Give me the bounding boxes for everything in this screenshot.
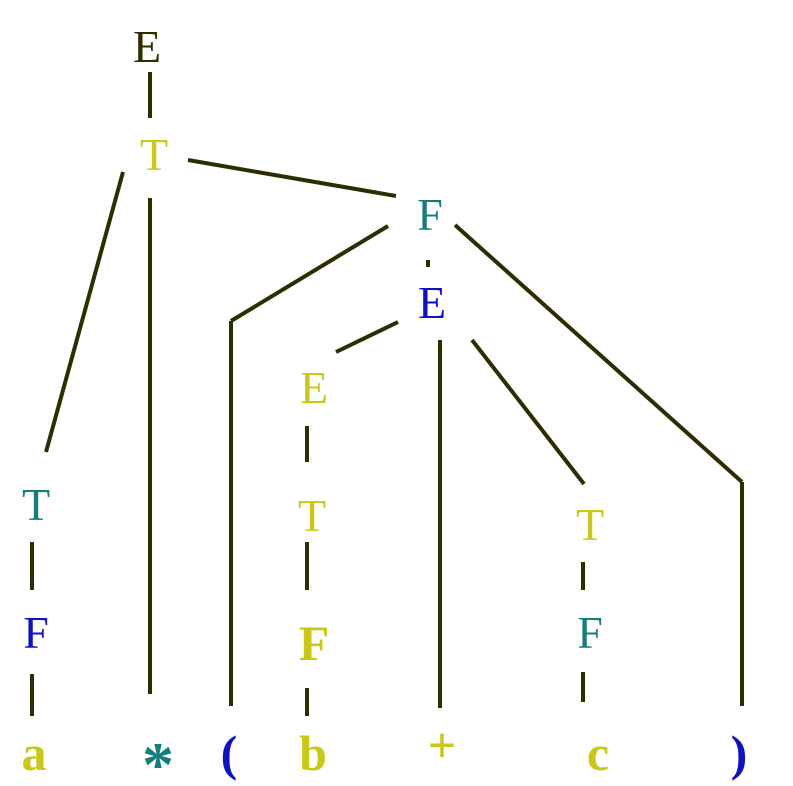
node-e-inner: E xyxy=(418,277,446,328)
terminal-rparen: ) xyxy=(731,725,748,781)
node-f-right: F xyxy=(577,607,603,658)
node-root-e: E xyxy=(133,21,161,72)
node-t-mid: T xyxy=(298,490,326,541)
edge-f-to-lparen-a xyxy=(229,224,390,323)
node-e-left: E xyxy=(300,362,328,413)
tree-edges xyxy=(30,72,744,716)
edge-t-to-f xyxy=(187,158,397,198)
node-f-mid: F xyxy=(299,615,330,671)
edge-t-to-t-left xyxy=(44,171,125,453)
node-t-right: T xyxy=(576,499,604,550)
tree-terminals: a * ( b + c ) xyxy=(22,717,748,786)
edge-e-inner-to-e-left xyxy=(335,320,399,354)
edge-f-to-rparen-a xyxy=(453,223,744,484)
node-t-left: T xyxy=(22,479,50,530)
terminal-lparen: ( xyxy=(221,725,238,781)
node-f-left: F xyxy=(23,607,49,658)
terminal-star: * xyxy=(142,729,174,786)
terminal-b: b xyxy=(299,725,327,781)
tree-nodes: E T F E E T F T F T F xyxy=(22,21,604,671)
node-f-top: F xyxy=(417,189,443,240)
terminal-a: a xyxy=(22,725,47,781)
terminal-c: c xyxy=(587,725,609,781)
edge-e-inner-to-t-right xyxy=(470,338,586,486)
node-t-top: T xyxy=(140,129,168,180)
terminal-plus: + xyxy=(428,717,457,773)
